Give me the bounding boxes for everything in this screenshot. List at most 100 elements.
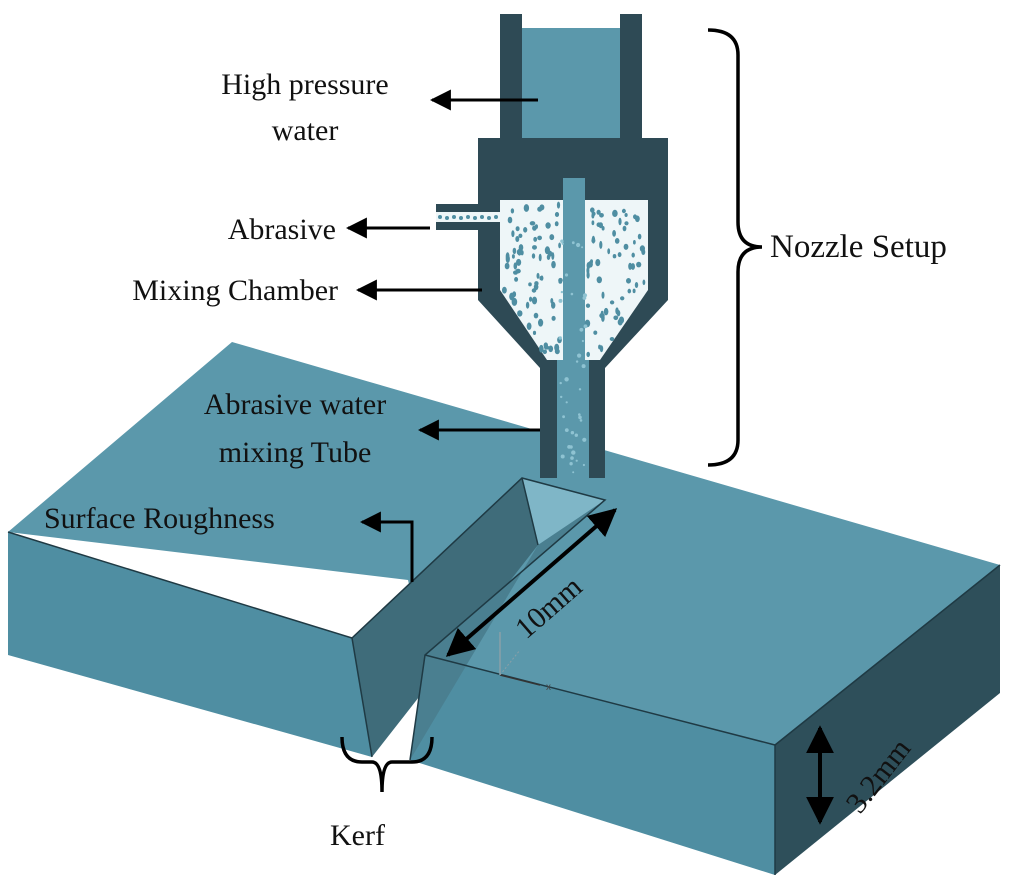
abrasive-particle xyxy=(570,431,575,435)
abrasive-particle xyxy=(599,345,604,353)
abrasive-particle xyxy=(621,208,626,214)
workpiece-left-front-face xyxy=(8,532,372,757)
label-kerf: Kerf xyxy=(330,819,385,852)
abrasive-particle xyxy=(581,339,585,343)
label-abrasive-water-line2: mixing Tube xyxy=(219,436,372,469)
abrasive-particle xyxy=(572,471,575,474)
abrasive-particle xyxy=(528,282,532,287)
abrasive-particle xyxy=(551,315,556,321)
abrasive-particle xyxy=(512,247,517,255)
abrasive-particle xyxy=(579,419,583,422)
abrasive-particle xyxy=(570,292,574,296)
abrasive-particle xyxy=(575,360,579,363)
abrasive-particle xyxy=(596,209,601,215)
abrasive-particle xyxy=(494,215,498,219)
abrasive-particle xyxy=(591,213,595,219)
abrasive-particle xyxy=(630,263,636,270)
abrasive-particle xyxy=(642,279,646,286)
abrasive-particle xyxy=(627,288,632,294)
abrasive-particle xyxy=(554,221,559,227)
abrasive-particle xyxy=(564,273,569,277)
abrasive-particle xyxy=(579,327,584,332)
abrasive-particle xyxy=(635,215,640,223)
abrasive-particle xyxy=(582,296,587,300)
abrasive-particle xyxy=(636,261,642,268)
abrasive-particle xyxy=(445,216,449,220)
abrasive-particle xyxy=(615,307,619,315)
abrasive-particle xyxy=(533,312,539,319)
abrasive-particle xyxy=(502,286,507,294)
abrasive-particle xyxy=(549,234,555,241)
abrasive-particle xyxy=(622,225,627,232)
abrasive-particle xyxy=(560,454,565,459)
arrow-surface-roughness xyxy=(359,511,414,582)
abrasive-particle xyxy=(570,456,574,460)
abrasive-particle xyxy=(517,310,523,317)
abrasive-particle xyxy=(510,208,515,214)
abrasive-particle xyxy=(599,240,603,249)
abrasive-particle xyxy=(564,377,569,382)
label-high-pressure-line2: water xyxy=(272,114,339,147)
label-mixing-chamber: Mixing Chamber xyxy=(132,274,338,307)
abrasive-particle xyxy=(576,242,581,248)
abrasive-particle xyxy=(574,433,578,437)
abrasive-particle xyxy=(539,204,545,211)
abrasive-particle xyxy=(511,297,518,306)
abrasive-particle xyxy=(628,262,632,270)
abrasive-particle xyxy=(533,236,538,242)
abrasive-particle xyxy=(529,296,533,302)
abrasive-particle xyxy=(626,278,631,284)
label-abrasive: Abrasive xyxy=(228,213,336,246)
abrasive-particle xyxy=(575,459,578,462)
abrasive-particle xyxy=(623,243,629,250)
abrasive-particle xyxy=(536,272,540,279)
abrasive-particle xyxy=(558,298,563,303)
abrasive-particle xyxy=(620,296,625,301)
abrasive-particle xyxy=(578,413,581,416)
abrasive-particle xyxy=(578,415,582,420)
abrasive-particle xyxy=(515,226,520,232)
abrasive-particle xyxy=(556,201,561,209)
abrasive-particle xyxy=(607,248,611,255)
abrasive-particle xyxy=(545,222,551,229)
abrasive-particle xyxy=(564,428,569,432)
abrasive-particle xyxy=(487,216,491,220)
abrasive-particle xyxy=(561,242,564,245)
abrasive-particle xyxy=(599,312,605,319)
jet-column-upper xyxy=(563,178,585,200)
abrasive-particle xyxy=(537,235,542,241)
abrasive-particle xyxy=(596,276,602,284)
abrasive-particle xyxy=(523,204,530,212)
abrasive-particle xyxy=(637,233,642,240)
abrasive-particle xyxy=(544,345,550,350)
abrasive-particle xyxy=(531,253,536,259)
abrasive-particle xyxy=(518,244,524,251)
abrasive-particle xyxy=(601,226,605,231)
abrasive-particle xyxy=(531,296,538,305)
abrasive-particle xyxy=(539,276,544,281)
pointer-arrows xyxy=(345,89,540,582)
abrasive-particle xyxy=(466,215,470,219)
abrasive-particle xyxy=(532,245,537,250)
abrasive-particle xyxy=(609,337,615,341)
abrasive-particle xyxy=(514,277,519,282)
abrasive-particle xyxy=(538,253,542,262)
abrasive-particle xyxy=(516,258,522,266)
abrasive-particle xyxy=(612,254,617,259)
abrasive-particle xyxy=(525,301,530,309)
abrasive-particle xyxy=(562,415,565,419)
abrasive-particle xyxy=(599,213,604,218)
abrasive-particle xyxy=(548,345,554,353)
abrasive-particle xyxy=(639,245,646,252)
abrasive-particle xyxy=(595,259,601,267)
abrasive-particle xyxy=(560,395,563,399)
label-high-pressure-line1: High pressure xyxy=(221,68,388,101)
abrasive-particle xyxy=(513,262,518,270)
abrasive-particle xyxy=(558,336,562,340)
abrasive-particle xyxy=(538,318,544,327)
abrasive-particle xyxy=(586,351,590,358)
abrasive-particle xyxy=(523,227,528,233)
abrasive-particle xyxy=(631,252,635,258)
abrasive-particle xyxy=(569,462,573,466)
